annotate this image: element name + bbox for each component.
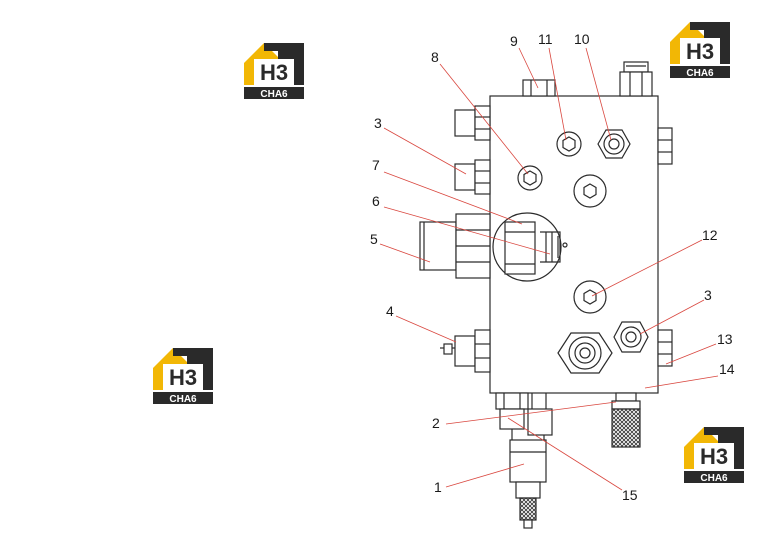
leader-line (379, 243, 431, 263)
leader-line (395, 315, 457, 343)
leader-line (383, 171, 523, 225)
leader-line (445, 463, 525, 488)
face-plug-8 (517, 165, 543, 191)
face-valve-3 (613, 321, 649, 353)
left-large-fitting-5 (419, 213, 491, 279)
callout-label: 12 (702, 227, 718, 243)
leader-line (383, 127, 467, 175)
left-fitting-3 (454, 159, 491, 195)
callout-label: 2 (432, 415, 440, 431)
leader-line (644, 375, 719, 389)
callout-label: 11 (538, 31, 553, 47)
leader-line (518, 47, 539, 89)
left-fitting-4 (440, 329, 491, 373)
leader-line (548, 47, 567, 141)
leader-line (445, 401, 617, 425)
watermark-logo (153, 348, 213, 405)
leader-lines (379, 47, 719, 491)
bottom-right-filter (611, 392, 641, 448)
callout-label: 7 (372, 157, 380, 173)
callout-label: 8 (431, 49, 439, 65)
leader-line (439, 63, 529, 175)
callout-label: 1 (434, 479, 442, 495)
watermark-logo (670, 22, 730, 79)
callout-label: 15 (622, 487, 638, 503)
face-plug-11 (556, 131, 582, 157)
leader-line (665, 343, 717, 365)
right-port-plug (657, 127, 673, 165)
callout-label: 10 (574, 31, 590, 47)
right-port-plug-13 (657, 329, 673, 367)
leader-line (585, 47, 612, 141)
left-fitting-upper (454, 105, 491, 141)
face-plug-center (573, 174, 607, 208)
callout-label: 14 (719, 361, 735, 377)
leader-line (591, 239, 703, 297)
callout-label: 13 (717, 331, 733, 347)
leader-line (383, 206, 551, 255)
valve-drawing (419, 61, 673, 529)
watermark-logo (244, 43, 304, 100)
callout-label: 9 (510, 33, 518, 49)
leader-line (639, 299, 705, 335)
callout-label: 3 (374, 115, 382, 131)
cross-section-detail (492, 212, 568, 282)
callout-labels: 9 11 10 8 3 7 6 5 12 3 4 13 14 2 1 15 (370, 31, 735, 503)
callout-label: 3 (704, 287, 712, 303)
face-plug-10 (597, 129, 631, 159)
face-valve-large (557, 332, 613, 374)
leader-line (507, 417, 623, 491)
top-fitting-9 (522, 79, 556, 97)
face-plug-12 (573, 280, 607, 314)
bottom-fitting-1 (509, 429, 547, 529)
bottom-fitting-2 (495, 392, 553, 436)
watermark-logo (684, 427, 744, 484)
callout-label: 4 (386, 303, 394, 319)
top-fitting-right (619, 61, 653, 97)
callout-label: 6 (372, 193, 380, 209)
callout-label: 5 (370, 231, 378, 247)
